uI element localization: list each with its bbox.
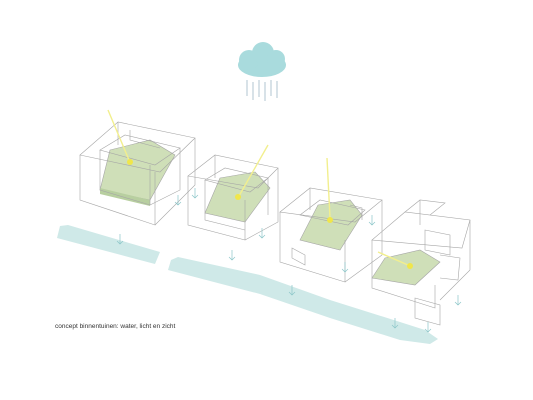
garden-3: [299, 199, 363, 251]
building-4: [371, 199, 471, 326]
sun-spot-3: [327, 217, 333, 223]
rain-cloud: [238, 42, 286, 101]
caption: concept binnentuinen: water, licht en zi…: [55, 323, 176, 330]
sunray-4: [377, 251, 413, 269]
drip-arrows: [116, 188, 462, 333]
building-2: [187, 154, 279, 241]
water-stream-left: [57, 225, 160, 264]
building-3: [279, 187, 383, 283]
sunray-2: [235, 144, 269, 200]
water-stream-right: [168, 257, 438, 344]
rain-lines: [246, 80, 278, 101]
sunray-1: [107, 109, 133, 165]
sun-spot-1: [127, 159, 133, 165]
sun-spot-2: [235, 194, 241, 200]
cloud-icon: [238, 42, 286, 77]
building-1: [79, 121, 196, 226]
garden-4: [371, 249, 441, 286]
sun-spot-4: [407, 263, 413, 269]
sunray-3: [326, 157, 333, 223]
